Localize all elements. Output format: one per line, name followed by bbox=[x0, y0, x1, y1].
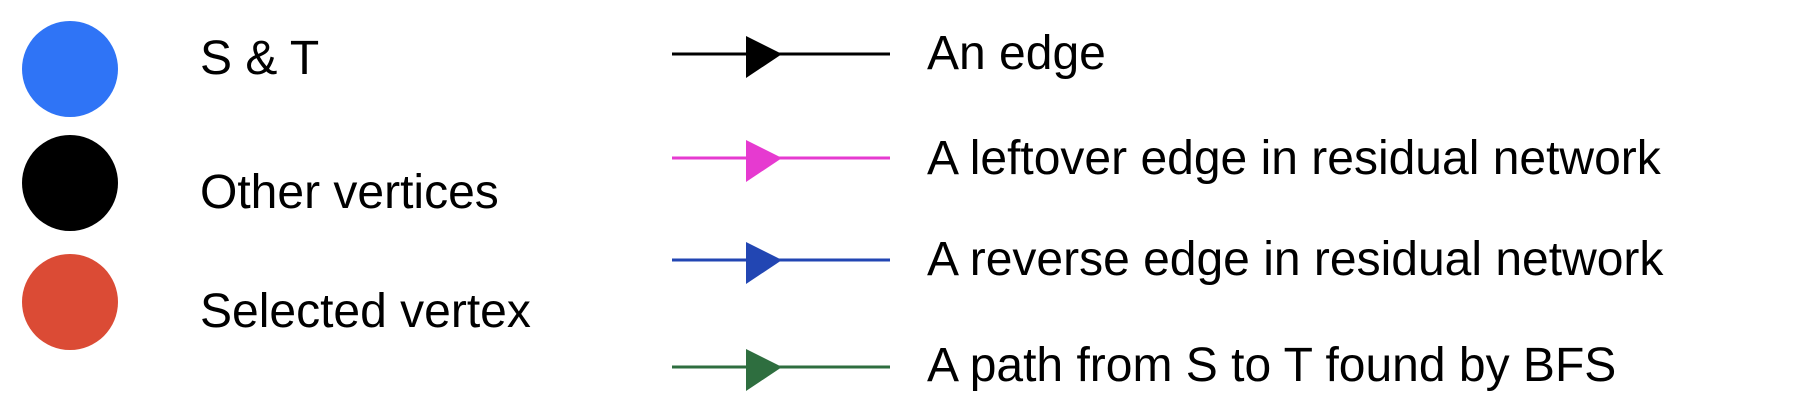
edge-label-plain: An edge bbox=[927, 27, 1106, 80]
vertex-marker-s-t bbox=[22, 21, 118, 117]
vertex-marker-selected bbox=[22, 254, 118, 350]
edge-marker-plain bbox=[672, 36, 890, 78]
vertex-marker-other bbox=[22, 135, 118, 231]
vertex-label-s-t: S & T bbox=[200, 32, 320, 85]
vertex-label-selected: Selected vertex bbox=[200, 285, 531, 338]
edge-marker-reverse bbox=[672, 242, 890, 284]
vertex-label-other: Other vertices bbox=[200, 166, 499, 219]
edge-label-leftover: A leftover edge in residual network bbox=[927, 132, 1661, 185]
edge-marker-leftover bbox=[672, 140, 890, 182]
edge-marker-bfs-path bbox=[672, 349, 890, 391]
edge-label-bfs-path: A path from S to T found by BFS bbox=[927, 339, 1617, 392]
edge-label-reverse: A reverse edge in residual network bbox=[927, 233, 1664, 286]
